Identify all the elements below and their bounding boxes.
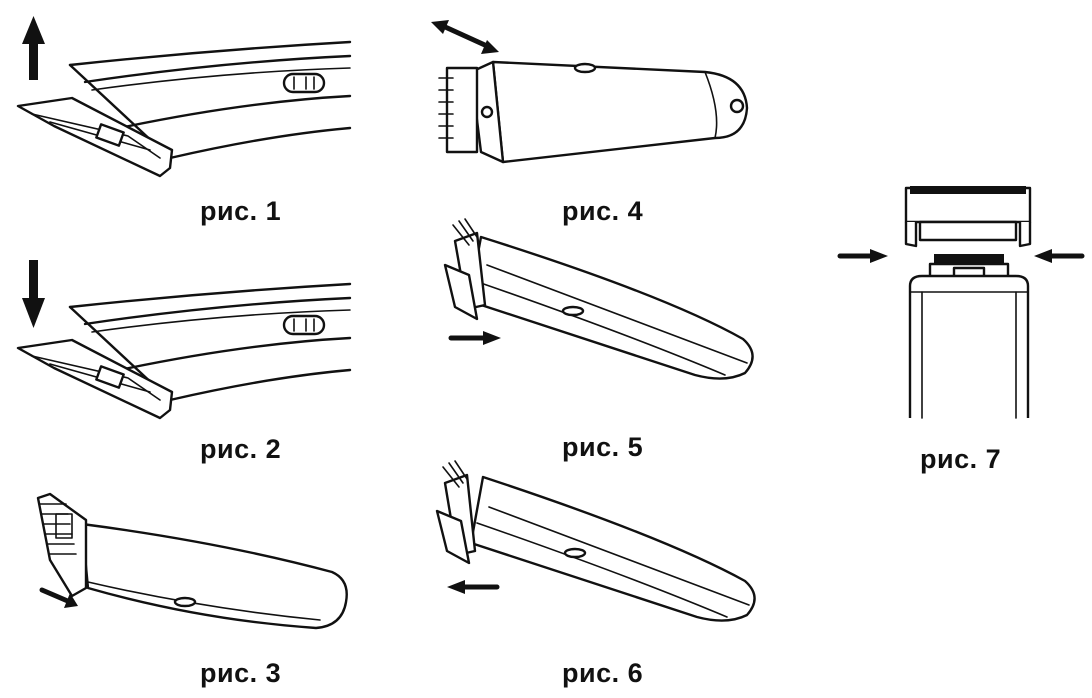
arrow-down-icon [22, 260, 45, 328]
blade-head-top [904, 186, 1032, 248]
comb-teeth [442, 460, 468, 488]
figure-6-caption: рис. 6 [562, 658, 644, 688]
figure-5-illustration [443, 218, 754, 380]
comb-teeth [438, 77, 454, 139]
trimmer-body [908, 274, 1030, 419]
arrow-right-icon [39, 587, 78, 608]
figure-3-caption: рис. 3 [200, 658, 282, 688]
arrow-right-icon [448, 331, 501, 345]
figure-2-illustration [16, 260, 352, 420]
arrow-left-icon [1034, 249, 1085, 263]
figure-7-caption: рис. 7 [920, 444, 1002, 474]
figure-1-caption: рис. 1 [200, 196, 282, 226]
arrow-up-icon [22, 16, 45, 80]
figure-6-illustration [435, 460, 756, 622]
double-arrow-icon [431, 20, 499, 54]
figure-1-illustration [16, 16, 352, 178]
figure-3-illustration [36, 492, 348, 630]
figure-4-caption: рис. 4 [562, 196, 644, 226]
arrow-right-icon [837, 249, 888, 263]
figure-7-illustration [837, 186, 1085, 419]
figure-4-illustration [431, 20, 749, 164]
figure-2-caption: рис. 2 [200, 434, 282, 464]
comb-teeth [452, 218, 478, 246]
arrow-left-icon [447, 580, 500, 594]
figure-5-caption: рис. 5 [562, 432, 644, 462]
